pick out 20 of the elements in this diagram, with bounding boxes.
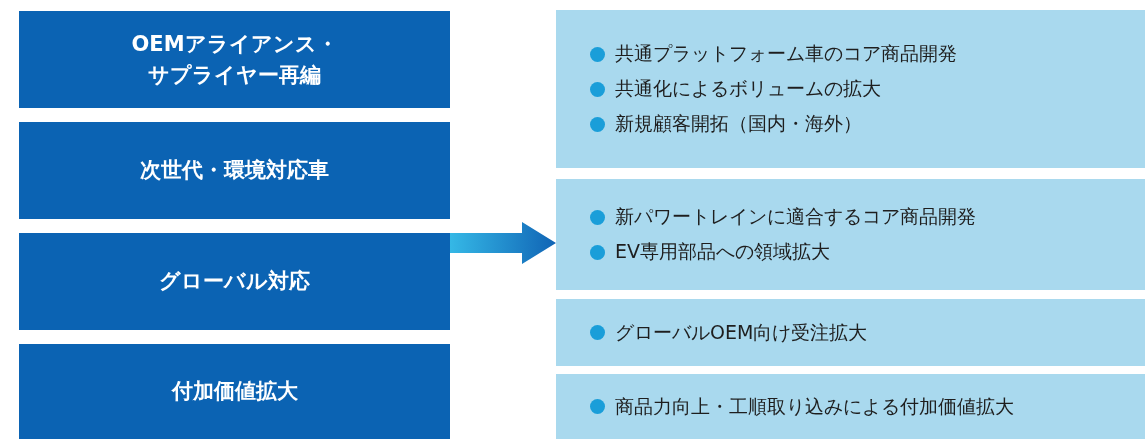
measure-text: EV専用部品への領域拡大 [615,239,830,264]
category-box [19,122,450,219]
category-title: OEMアライアンス・サプライヤー再編 [131,31,338,89]
category-title: グローバル対応 [159,268,310,296]
category-box [19,11,450,108]
measures-panel [556,179,1145,290]
measures-panel [556,10,1145,168]
measures-panel [556,299,1145,366]
category-title: 付加価値拡大 [171,378,298,406]
measures-panel [556,374,1145,439]
measure-text: グローバルOEM向け受注拡大 [615,319,868,345]
measure-text: 共通プラットフォーム車のコア商品開発 [615,41,957,66]
category-box [19,233,450,330]
measure-text: 共通化によるボリュームの拡大 [615,76,881,101]
measure-text: 新パワートレインに適合するコア商品開発 [615,204,976,229]
measure-text: 新規顧客開拓（国内・海外） [615,111,862,136]
category-box [19,344,450,439]
category-title: 次世代・環境対応車 [140,157,329,185]
block-arrow [450,222,556,264]
measure-text: 商品力向上・工順取り込みによる付加価値拡大 [615,393,1014,419]
